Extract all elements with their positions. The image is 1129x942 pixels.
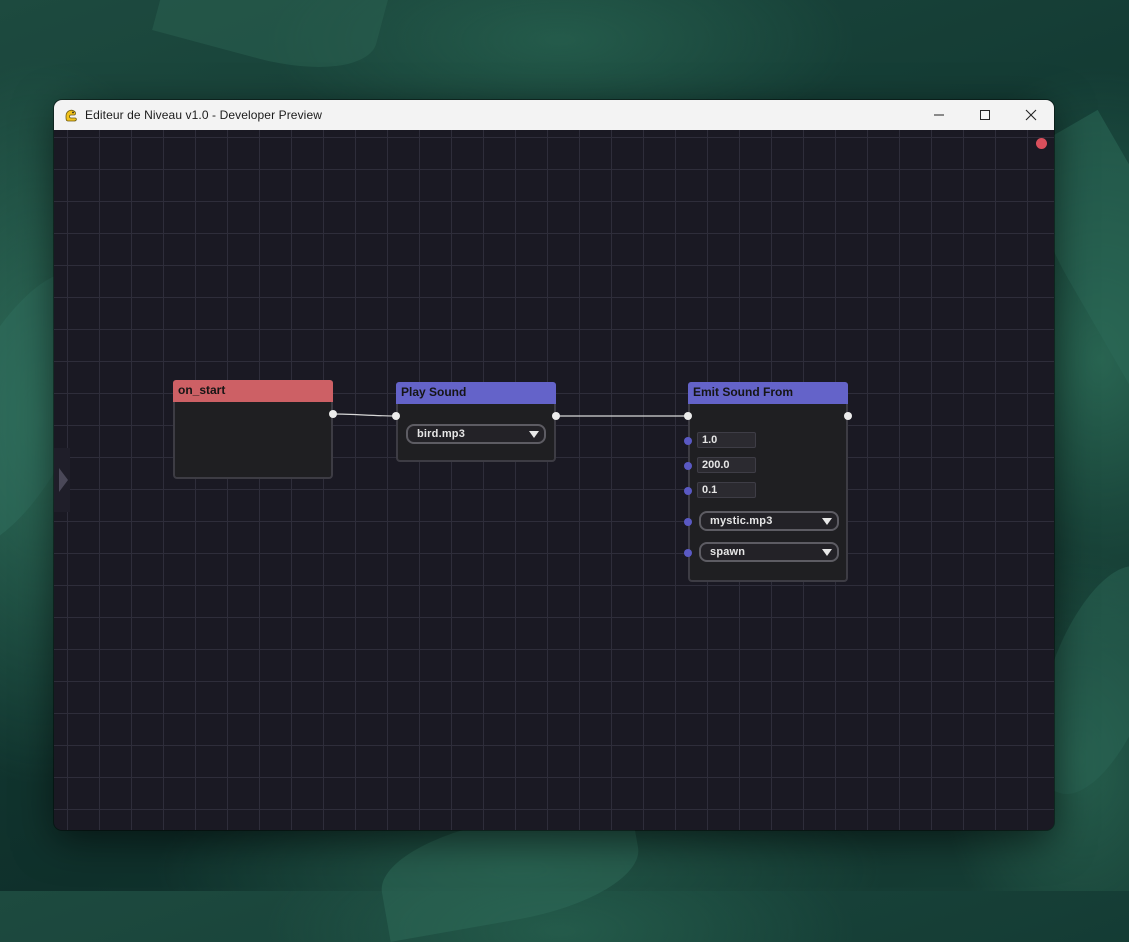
falloff-input-pin[interactable] [684, 487, 692, 495]
dropdown-value: spawn [710, 546, 746, 558]
window-title: Editeur de Niveau v1.0 - Developer Previ… [85, 108, 322, 122]
dropdown-value: mystic.mp3 [710, 515, 773, 527]
sound-dropdown[interactable]: mystic.mp3 [699, 511, 839, 531]
window-controls [916, 100, 1054, 130]
output-pin[interactable] [329, 410, 337, 418]
caret-down-icon [822, 518, 832, 525]
source-input-pin[interactable] [684, 549, 692, 557]
title-bar[interactable]: Editeur de Niveau v1.0 - Developer Previ… [54, 100, 1054, 130]
volume-field[interactable]: 1.0 [697, 432, 756, 448]
close-icon [1025, 109, 1037, 121]
dropdown-value: bird.mp3 [417, 428, 466, 440]
chevron-right-icon [59, 468, 68, 492]
minimize-button[interactable] [916, 100, 962, 130]
maximize-icon [980, 110, 990, 120]
editor-window: Editeur de Niveau v1.0 - Developer Previ… [54, 100, 1054, 830]
node-header: Emit Sound From [688, 382, 848, 404]
connection-wires [332, 413, 688, 417]
caret-down-icon [822, 549, 832, 556]
distance-field[interactable]: 200.0 [697, 457, 756, 473]
status-indicator [1036, 138, 1047, 149]
background-leaf [152, 0, 388, 87]
output-pin[interactable] [844, 412, 852, 420]
node-play-sound[interactable]: Play Sound bird.mp3 [396, 382, 556, 462]
close-button[interactable] [1008, 100, 1054, 130]
output-pin[interactable] [552, 412, 560, 420]
input-pin[interactable] [684, 412, 692, 420]
wire-onstart-to-playsound [332, 413, 397, 417]
node-emit-sound-from[interactable]: Emit Sound From 1.0 200.0 0.1 mystic.mp3… [688, 382, 848, 582]
volume-input-pin[interactable] [684, 437, 692, 445]
minimize-icon [934, 114, 944, 116]
pygame-snake-icon [63, 107, 79, 123]
falloff-field[interactable]: 0.1 [697, 482, 756, 498]
maximize-button[interactable] [962, 100, 1008, 130]
node-on-start[interactable]: on_start [173, 380, 333, 479]
input-pin[interactable] [392, 412, 400, 420]
node-header: Play Sound [396, 382, 556, 404]
sound-dropdown[interactable]: bird.mp3 [406, 424, 546, 444]
source-dropdown[interactable]: spawn [699, 542, 839, 562]
caret-down-icon [529, 431, 539, 438]
sound-input-pin[interactable] [684, 518, 692, 526]
node-graph-canvas[interactable]: on_start Play Sound bird.mp3 Emit Sound … [54, 130, 1054, 830]
side-panel-toggle[interactable] [54, 448, 70, 512]
distance-input-pin[interactable] [684, 462, 692, 470]
node-header: on_start [173, 380, 333, 402]
